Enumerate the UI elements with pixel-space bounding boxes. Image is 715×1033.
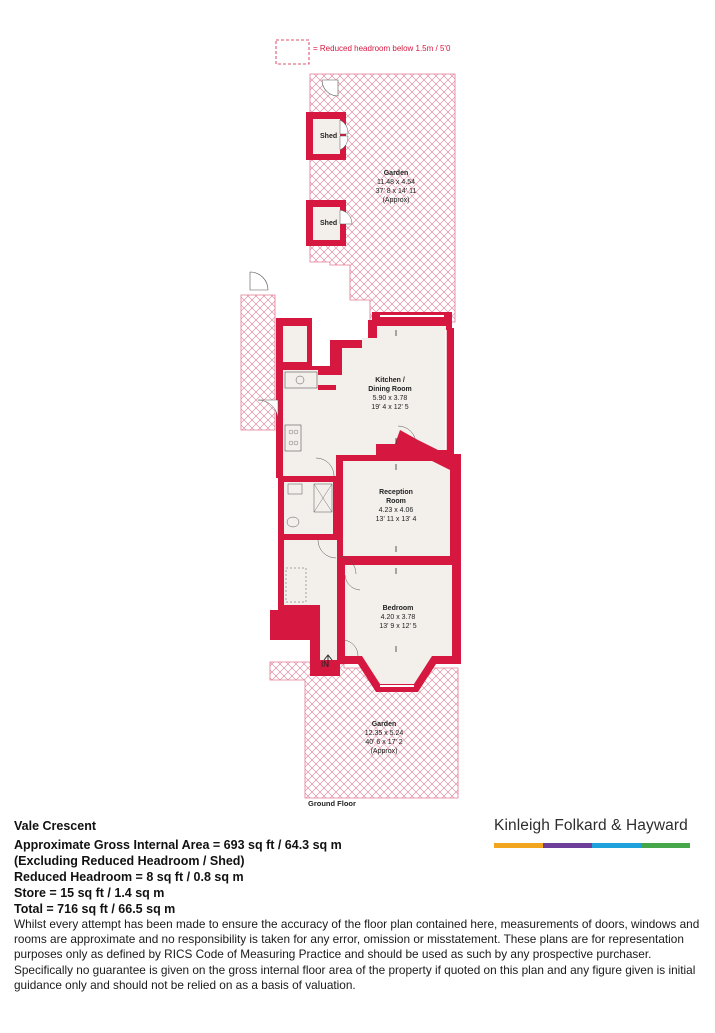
svg-text:40' 6 x 17' 2: 40' 6 x 17' 2 [365,739,402,746]
floor-label: Ground Floor [308,799,356,808]
svg-text:Bedroom: Bedroom [383,605,414,612]
svg-text:19' 4 x 12' 5: 19' 4 x 12' 5 [371,404,408,411]
building [257,312,461,692]
entrance-marker: IN [321,654,333,669]
svg-text:12.35 x 5.24: 12.35 x 5.24 [365,730,404,737]
shed-top: Shed [306,112,349,160]
svg-text:4.20 x 3.78: 4.20 x 3.78 [381,614,416,621]
svg-text:(Approx): (Approx) [383,197,410,204]
entrance-arrow-icon [323,654,333,666]
shed-bottom: Shed [306,200,353,246]
svg-text:37' 8 x 14' 11: 37' 8 x 14' 11 [376,188,417,195]
svg-text:5.90 x 3.78: 5.90 x 3.78 [373,395,408,402]
entrance-label: IN [321,660,329,669]
side-door-arc [249,271,269,291]
front-garden-label: Garden 12.35 x 5.24 40' 6 x 17' 2 (Appro… [365,721,404,755]
garden-gate-arc [321,79,339,97]
excluding-note: (Excluding Reduced Headroom / Shed) [14,854,245,868]
rear-garden-label: Garden 11.48 x 4.54 37' 8 x 14' 11 (Appr… [376,170,417,204]
brand-name: Kinleigh Folkard & Hayward [494,817,688,834]
reception-label: Reception Room 4.23 x 4.06 13' 11 x 13' … [376,489,417,523]
svg-text:Kitchen /: Kitchen / [375,377,405,384]
shed-top-label: Shed [320,133,337,140]
svg-text:11.48 x 4.54: 11.48 x 4.54 [377,179,415,186]
brand-color-bars [494,843,690,848]
svg-text:13' 11 x 13' 4: 13' 11 x 13' 4 [376,516,417,523]
legend-text: = Reduced headroom below 1.5m / 5'0 [313,44,451,53]
brand-bar-blue [592,843,641,848]
brand-bar-orange [494,843,543,848]
store-area: Store = 15 sq ft / 1.4 sq m [14,886,165,900]
reduced-headroom-area: Reduced Headroom = 8 sq ft / 0.8 sq m [14,870,244,884]
gross-internal-area: Approximate Gross Internal Area = 693 sq… [14,838,342,852]
brand-logo: Kinleigh Folkard & Hayward [494,817,694,848]
legend: = Reduced headroom below 1.5m / 5'0 [275,39,451,65]
property-address: Vale Crescent [14,819,96,833]
side-return-area [240,294,276,431]
svg-text:Room: Room [386,498,406,505]
kitchen-label: Kitchen / Dining Room 5.90 x 3.78 19' 4 … [368,377,412,411]
bedroom-label: Bedroom 4.20 x 3.78 13' 9 x 12' 5 [379,605,416,630]
legend-swatch [275,39,310,65]
property-info: Vale Crescent Approximate Gross Internal… [14,818,704,993]
svg-text:Garden: Garden [384,170,409,177]
disclaimer-text: Whilst every attempt has been made to en… [14,917,700,992]
svg-text:13' 9 x 12' 5: 13' 9 x 12' 5 [379,623,416,630]
total-area: Total = 716 sq ft / 66.5 sq m [14,902,176,916]
brand-bar-purple [543,843,592,848]
shed-bottom-label: Shed [320,220,337,227]
svg-text:Reception: Reception [379,489,413,496]
floor-plan: = Reduced headroom below 1.5m / 5'0 Shed… [240,39,461,808]
svg-text:(Approx): (Approx) [371,748,398,755]
svg-text:Dining Room: Dining Room [368,386,412,393]
brand-bar-green [641,843,690,848]
svg-text:Garden: Garden [372,721,397,728]
svg-text:4.23 x 4.06: 4.23 x 4.06 [379,507,414,514]
